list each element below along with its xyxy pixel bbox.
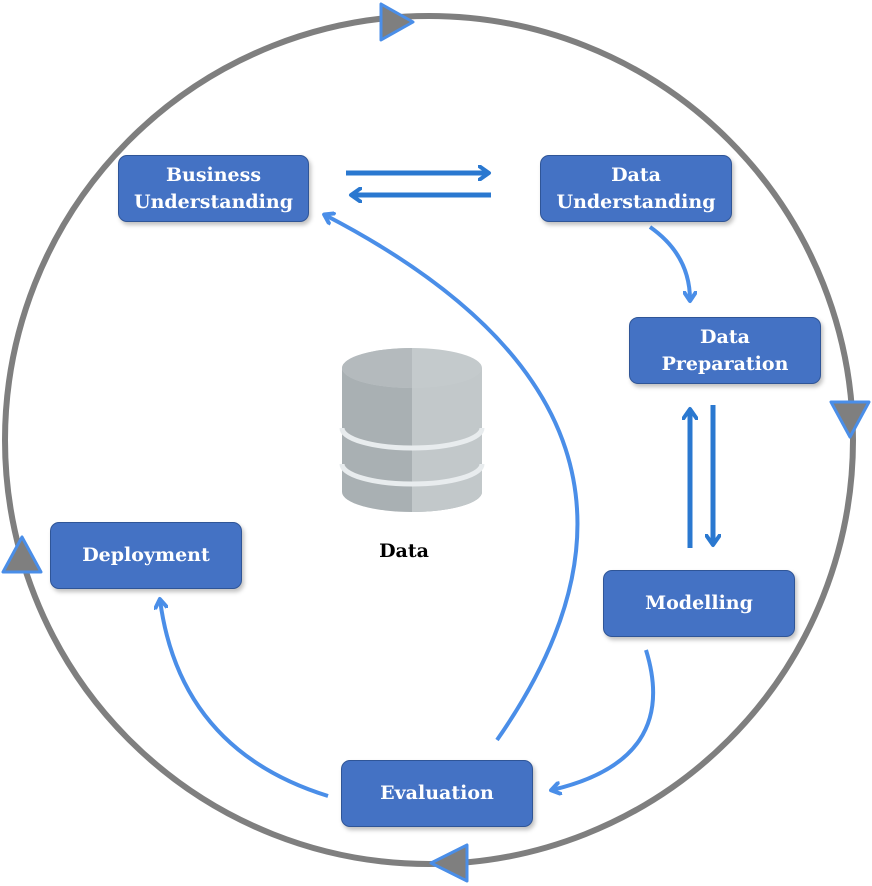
- ring-direction-arrow-left: [1, 535, 43, 574]
- arrow-evaluation-to-deployment: [160, 600, 329, 798]
- data-preparation-box: Data Preparation: [629, 317, 821, 384]
- ring-direction-arrow-bottom: [429, 843, 469, 883]
- ring-direction-arrow-right: [829, 400, 871, 439]
- arrow-evaluation-to-business: [325, 215, 580, 742]
- outer-cycle-ring: [2, 13, 856, 867]
- modelling-box: Modelling: [603, 570, 795, 637]
- data-understanding-box: Data Understanding: [540, 155, 732, 222]
- deployment-box: Deployment: [50, 522, 242, 589]
- arrow-modelling-to-evaluation: [552, 649, 656, 790]
- ring-direction-arrow-top: [379, 2, 415, 42]
- database-icon: [339, 348, 485, 512]
- data-label: Data: [379, 540, 429, 562]
- arrow-data-understanding-to-preparation: [648, 225, 690, 300]
- evaluation-box: Evaluation: [341, 760, 533, 827]
- business-understanding-box: Business Understanding: [118, 155, 309, 222]
